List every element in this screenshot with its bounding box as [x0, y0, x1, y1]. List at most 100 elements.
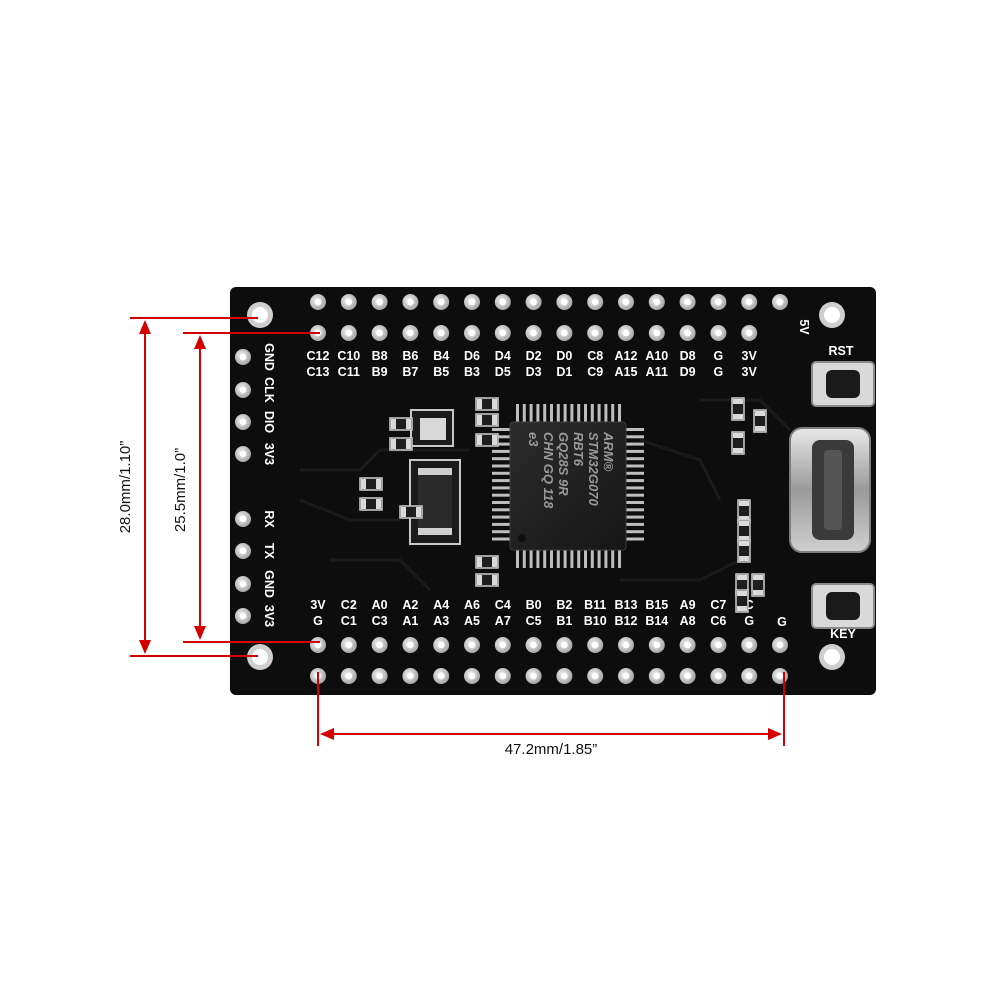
- smd-part: [359, 497, 383, 511]
- header-pad: [710, 637, 727, 653]
- pin-label: D9: [680, 365, 696, 379]
- header-pad: [618, 325, 634, 341]
- header-pad: [494, 325, 511, 341]
- pin-label: C9: [587, 365, 603, 379]
- smd-part: [737, 499, 751, 523]
- header-pad: [464, 637, 480, 653]
- pin-label: A6: [464, 598, 480, 612]
- header-pad: [556, 637, 573, 653]
- pin-label: 3V: [310, 598, 326, 612]
- pin-label: A2: [402, 598, 418, 612]
- header-pad: [402, 637, 419, 653]
- smd-part: [389, 437, 413, 451]
- smd-part: [475, 555, 499, 569]
- dimension-height-inner: [183, 332, 320, 643]
- header-pad: [587, 325, 604, 341]
- side-pin-label: 3V3: [262, 443, 276, 465]
- header-pad: [648, 294, 665, 310]
- header-pad: [433, 668, 450, 684]
- pin-label: B3: [464, 365, 480, 379]
- header-pad: [587, 637, 604, 653]
- chip-marking: RBT6: [571, 432, 586, 467]
- header-pad: [556, 668, 573, 684]
- pin-label: C1: [341, 614, 357, 628]
- header-pad: [741, 668, 758, 684]
- header-pad: [772, 294, 788, 310]
- pin-label: B12: [615, 614, 638, 628]
- header-pad: [772, 668, 788, 684]
- header-pad: [710, 668, 727, 684]
- header-pad: [648, 637, 665, 653]
- header-pad: [464, 294, 480, 310]
- pin-label: C4: [495, 598, 511, 612]
- smd-part: [399, 505, 423, 519]
- header-pad: [618, 294, 634, 310]
- pin-label: A11: [646, 365, 668, 379]
- side-pin-label: TX: [262, 543, 276, 560]
- pin-label: C11: [338, 365, 360, 379]
- header-pad: [433, 325, 450, 341]
- header-pad: [525, 294, 542, 310]
- side-header-pad: [235, 414, 251, 430]
- smd-part: [731, 431, 745, 455]
- pin-label: D4: [495, 349, 511, 363]
- header-pad: [648, 325, 665, 341]
- pin-label: B9: [372, 365, 388, 379]
- rst-button[interactable]: [811, 361, 875, 407]
- pin-label: B13: [615, 598, 638, 612]
- header-pad: [679, 294, 696, 310]
- pin-label: G: [313, 614, 323, 628]
- side-header-pad: [235, 608, 251, 624]
- key-button[interactable]: [811, 583, 875, 629]
- header-pad: [525, 325, 542, 341]
- dimension-height-outer: [130, 317, 258, 657]
- pin-label: D3: [526, 365, 542, 379]
- pin-label: B8: [372, 349, 388, 363]
- side-pin-label: 3V3: [262, 605, 276, 627]
- pin-label: D5: [495, 365, 511, 379]
- side-header-pad: [235, 543, 251, 559]
- smd-part: [737, 539, 751, 563]
- header-pad: [371, 325, 388, 341]
- header-pad: [710, 294, 727, 310]
- chip-marking: e3: [526, 432, 541, 447]
- pin-label: C8: [587, 349, 603, 363]
- mounting-hole: [819, 644, 845, 670]
- side-header-pad: [235, 576, 251, 592]
- header-pad: [741, 325, 758, 341]
- smd-part: [475, 413, 499, 427]
- smd-part: [753, 409, 767, 433]
- pin-label: D8: [680, 349, 696, 363]
- pin-label: B10: [584, 614, 607, 628]
- side-header-pad: [235, 349, 251, 365]
- side-pin-label: GND: [262, 343, 276, 371]
- pin-label: A1: [402, 614, 418, 628]
- pin-label: A5: [464, 614, 480, 628]
- smd-part: [359, 477, 383, 491]
- header-pad: [679, 325, 696, 341]
- pin-label: A0: [372, 598, 388, 612]
- dimension-width: [317, 672, 785, 746]
- pin-label: B11: [584, 598, 606, 612]
- header-pad: [340, 637, 357, 653]
- smd-part: [737, 519, 751, 543]
- header-pad: [525, 668, 542, 684]
- smd-part: [731, 397, 745, 421]
- key-label: KEY: [830, 627, 856, 641]
- header-pad: [433, 637, 450, 653]
- height-outer-label: 28.0mm/1.10”: [117, 441, 134, 534]
- pin-label: B7: [402, 365, 418, 379]
- pin-label: G: [714, 349, 724, 363]
- pin-label: B4: [433, 349, 449, 363]
- height-inner-label: 25.5mm/1.0”: [172, 448, 189, 532]
- pin-label: D2: [526, 349, 542, 363]
- header-pad: [648, 668, 665, 684]
- header-pad: [310, 637, 326, 653]
- chip-marking: STM32G070: [586, 432, 601, 506]
- side-pin-label: GND: [262, 570, 276, 598]
- header-pad: [494, 668, 511, 684]
- header-pad: [679, 668, 696, 684]
- side-pin-label: RX: [262, 510, 276, 528]
- pin-label: G: [744, 614, 754, 628]
- pin-label: A10: [645, 349, 668, 363]
